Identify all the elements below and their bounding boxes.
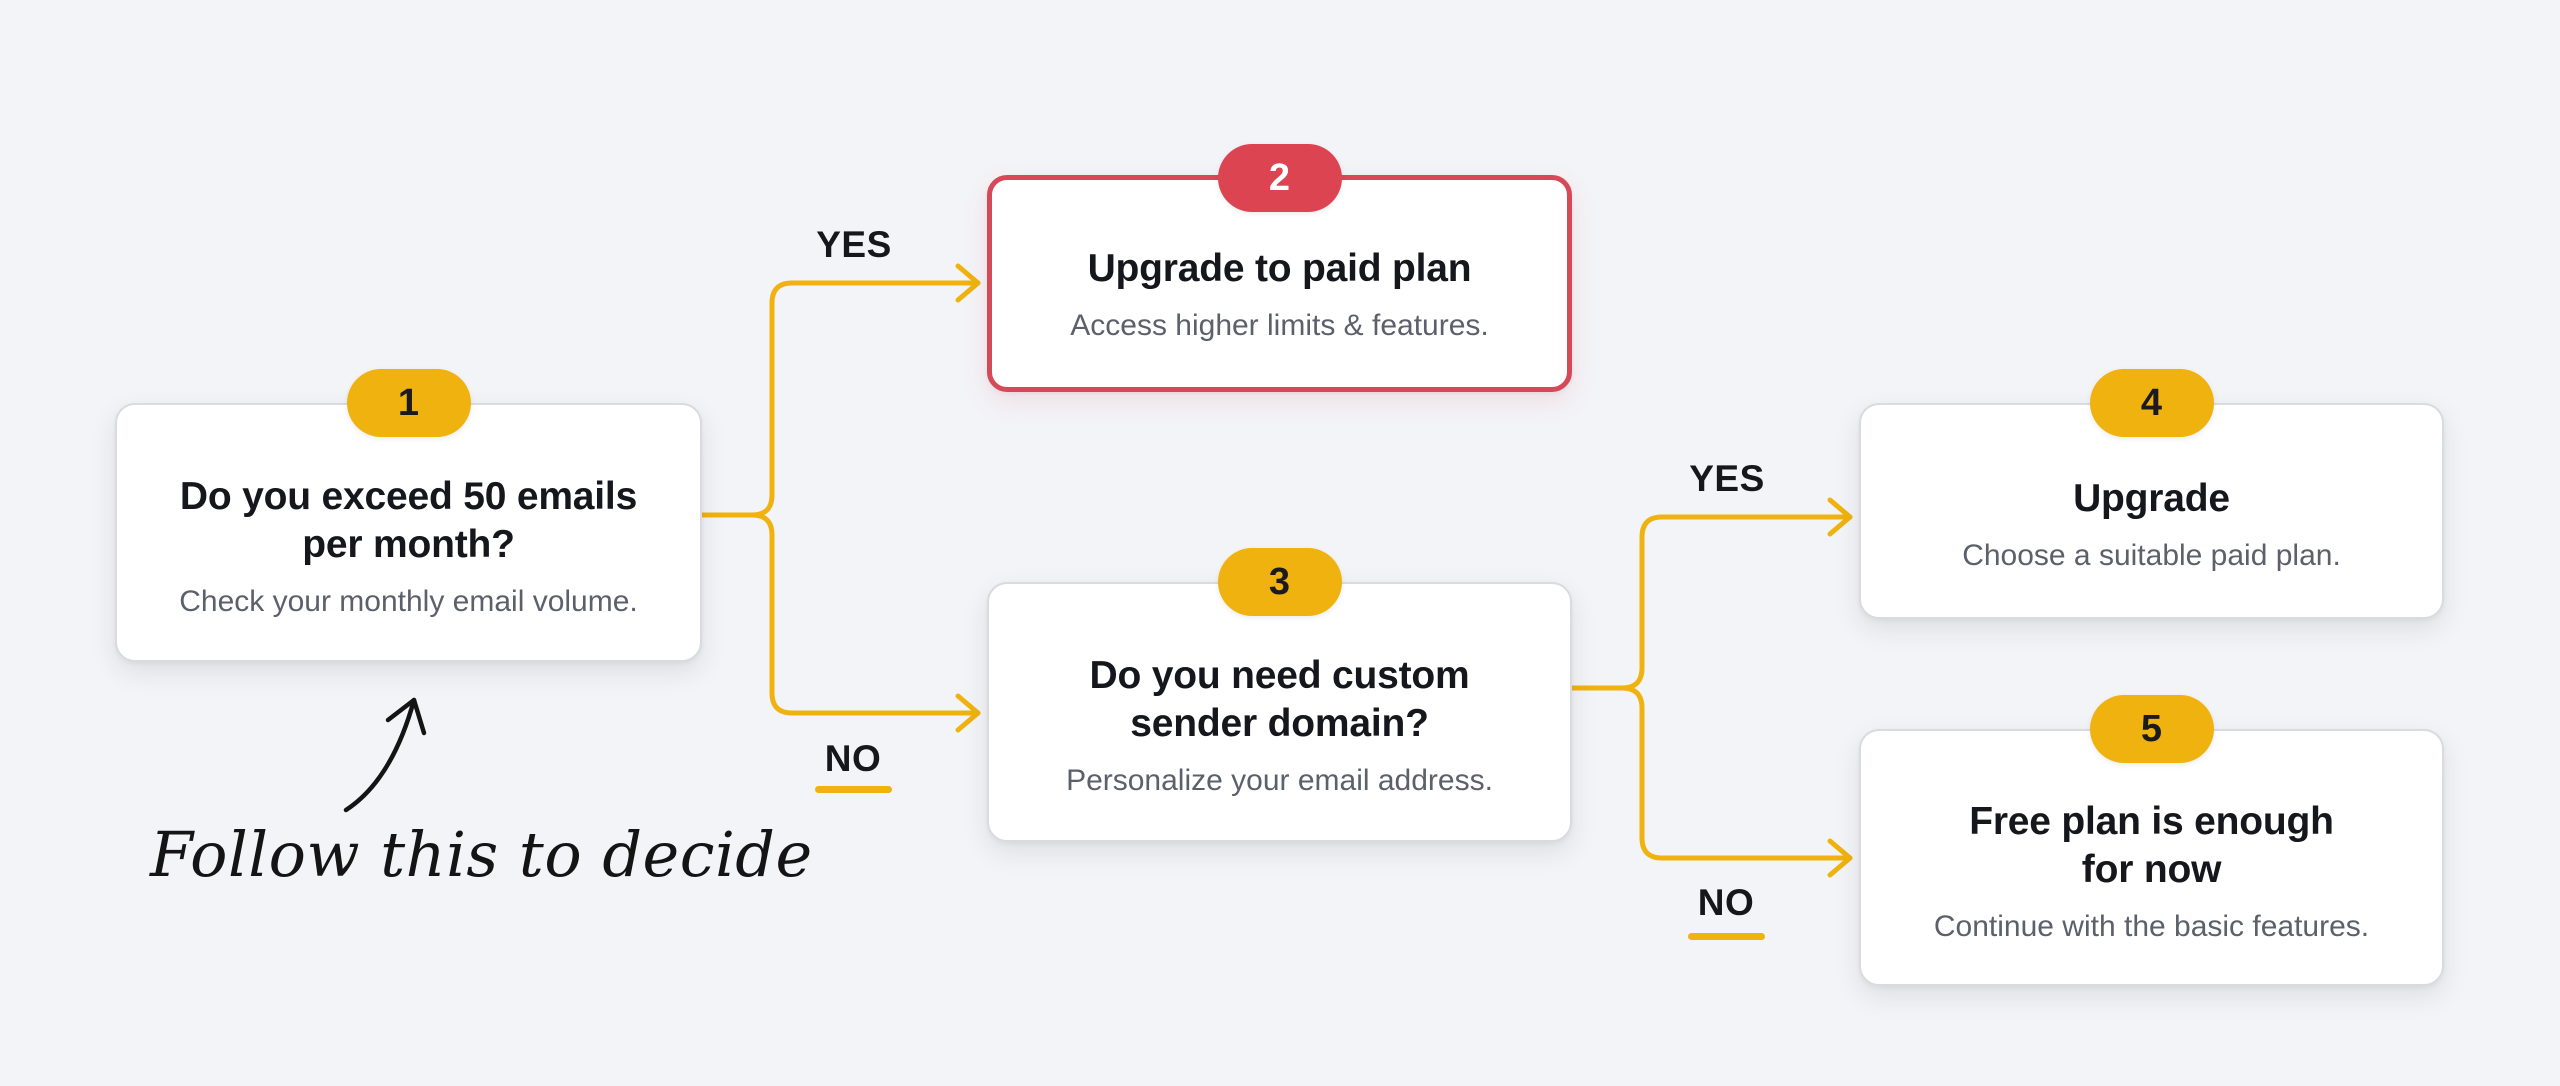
step-description: Check your monthly email volume. [179, 584, 638, 618]
step-title: Free plan is enough for now [1969, 798, 2334, 894]
step-card-2[interactable]: 2 Upgrade to paid plan Access higher lim… [987, 144, 1572, 392]
step-title: Upgrade to paid plan [1088, 245, 1472, 293]
arrowhead-3-to-5 [1827, 838, 1853, 878]
step-title-line: Upgrade [2073, 477, 2230, 520]
step-title: Do you exceed 50 emails per month? [180, 473, 637, 569]
step-card-5[interactable]: 5 Free plan is enough for now Continue w… [1859, 695, 2444, 986]
step-card-1[interactable]: 1 Do you exceed 50 emails per month? Che… [115, 369, 702, 662]
step-title-line: for now [2081, 847, 2222, 891]
step-badge: 3 [1217, 548, 1342, 616]
step-card-4[interactable]: 4 Upgrade Choose a suitable paid plan. [1859, 369, 2444, 619]
step-description: Choose a suitable paid plan. [1962, 539, 2341, 572]
step-title-line: sender domain? [1130, 702, 1429, 745]
step-title-line: per month? [302, 522, 515, 566]
step-badge: 2 [1217, 144, 1342, 212]
step-title: Do you need custom sender domain? [1090, 652, 1470, 748]
connector-3-to-5 [1619, 685, 1853, 861]
connector-1-to-2 [699, 280, 981, 518]
step-card-3[interactable]: 3 Do you need custom sender domain? Pers… [987, 548, 1572, 842]
branch-label-yes-1: YES [816, 224, 892, 265]
branch-label-no-1-underline [815, 786, 892, 793]
arrowhead-1-to-3 [955, 693, 981, 733]
branch-label-no-2-underline [1688, 933, 1765, 940]
branch-label-yes-2: YES [1689, 458, 1765, 499]
branch-label-no-2: NO [1697, 882, 1755, 923]
step-title-line: Do you need custom [1089, 654, 1470, 697]
step-description: Access higher limits & features. [1070, 308, 1489, 342]
step-badge: 4 [2089, 369, 2214, 437]
connector-3-to-4 [1569, 514, 1853, 691]
step-title-line: Free plan is enough [1969, 799, 2334, 843]
step-description: Continue with the basic features. [1933, 909, 2370, 943]
curved-arrow-up-icon [343, 697, 427, 813]
step-title: Upgrade [2073, 475, 2230, 523]
step-description: Personalize your email address. [1066, 764, 1493, 797]
step-title-line: Upgrade to paid plan [1087, 246, 1472, 290]
arrowhead-1-to-2 [955, 263, 981, 303]
arrowhead-3-to-4 [1827, 497, 1853, 537]
step-title-line: Do you exceed 50 emails [179, 474, 638, 518]
step-badge: 1 [346, 369, 471, 437]
step-badge: 5 [2089, 695, 2214, 763]
annotation-text: Follow this to decide [150, 818, 813, 891]
connector-1-to-3 [749, 512, 981, 716]
branch-label-no-1: NO [824, 738, 882, 779]
